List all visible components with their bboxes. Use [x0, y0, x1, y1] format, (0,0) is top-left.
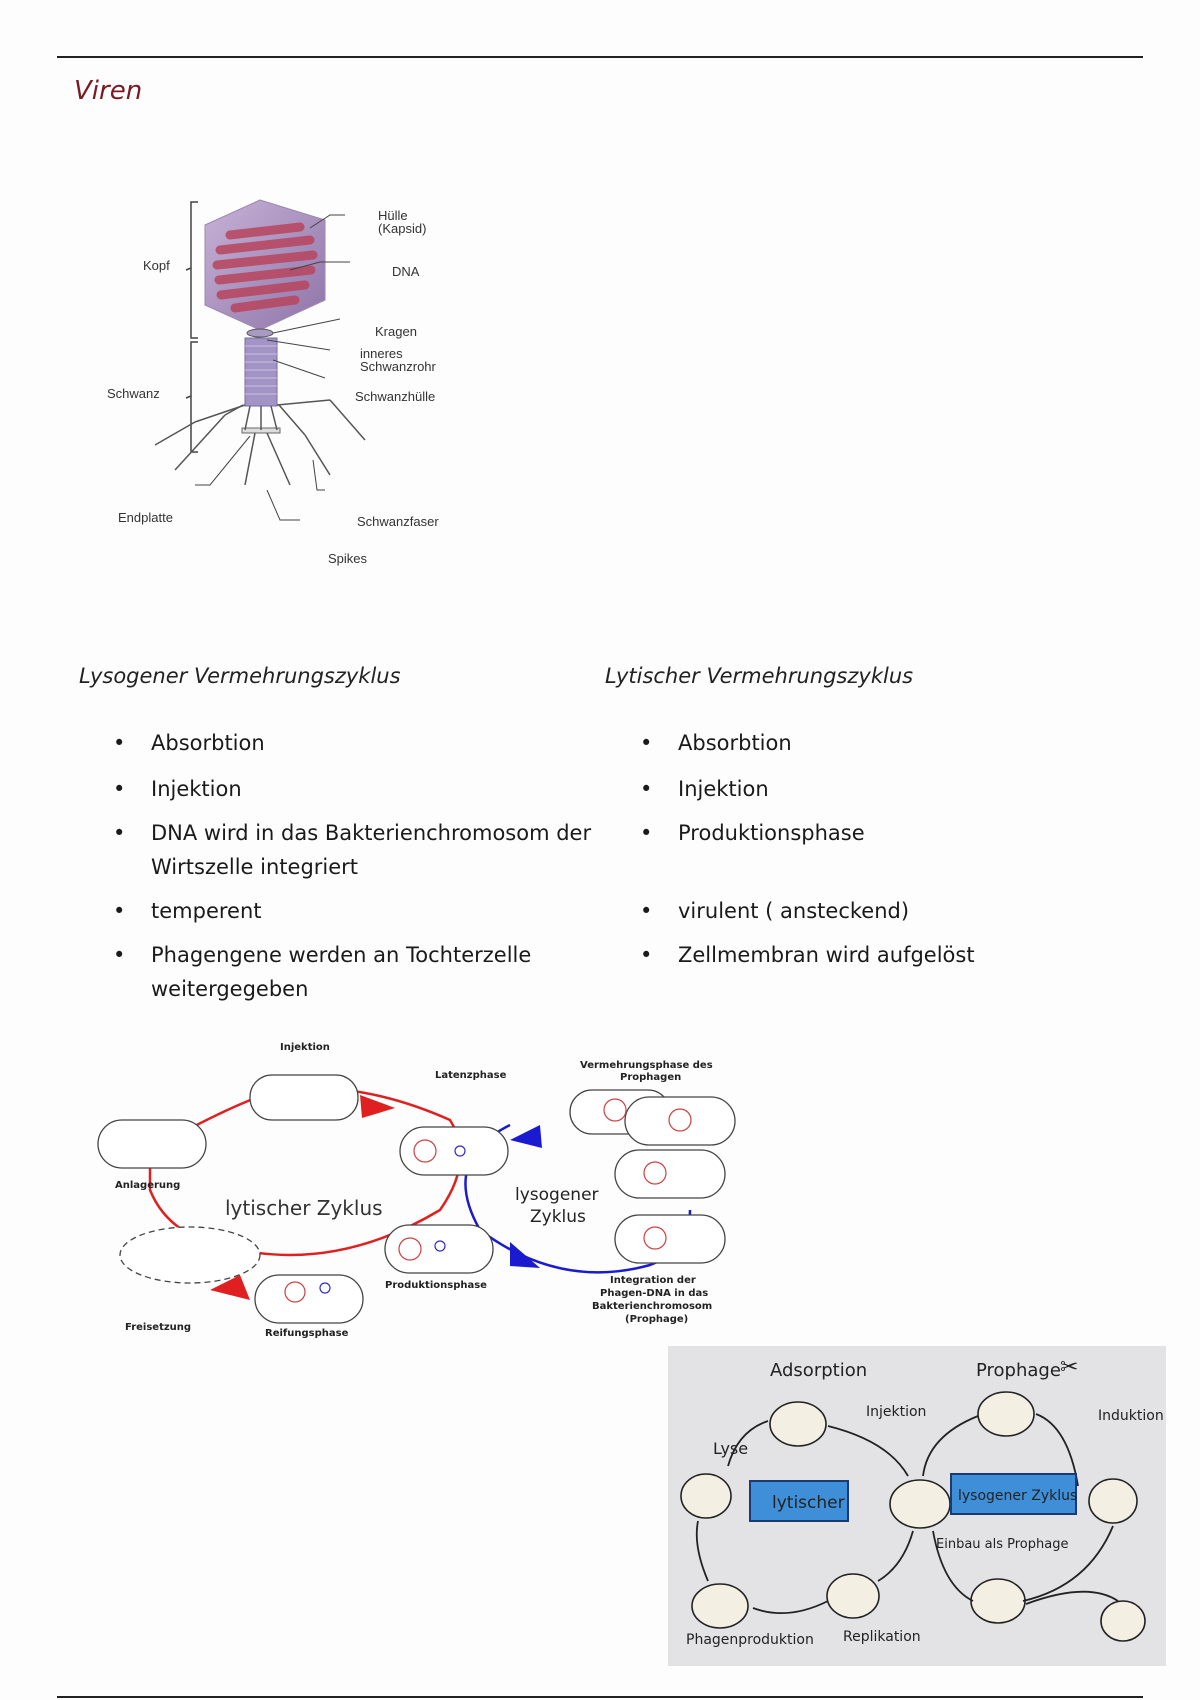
label-dna: DNA [392, 264, 420, 279]
list-item: Injektion [113, 772, 593, 806]
label-integration-4: (Prophage) [625, 1314, 688, 1325]
page-title: Viren [74, 76, 143, 106]
label-vermehrung-2: Prophagen [620, 1072, 681, 1083]
label-huelle: Hülle [378, 208, 408, 223]
cell-prop-4 [614, 1214, 726, 1264]
cell-induktion [1088, 1478, 1138, 1524]
label-anlagerung: Anlagerung [115, 1180, 180, 1191]
cell-phagenproduktion [691, 1583, 749, 1629]
lysogener-box [950, 1473, 1077, 1515]
label-lytischer: lytischer [772, 1493, 845, 1513]
lytisch-heading: Lytischer Vermehrungszyklus [605, 664, 914, 688]
label-lytischer-zyklus: lytischer Zyklus [225, 1196, 383, 1220]
cell-einbau [970, 1578, 1026, 1624]
cell-daughter [1100, 1600, 1146, 1642]
list-item: Absorbtion [640, 726, 1040, 760]
arrow-blue-2 [510, 1242, 540, 1268]
label-kragen: Kragen [375, 324, 417, 339]
label-integration-1: Integration der [610, 1275, 696, 1286]
label-kapsid: (Kapsid) [378, 221, 426, 236]
cell-anlagerung [97, 1119, 207, 1169]
lytisch-list: Absorbtion Injektion Produktionsphase vi… [640, 726, 1040, 972]
cell-reifung [254, 1274, 364, 1324]
label-prophage: Prophage [976, 1360, 1061, 1381]
list-item: Zellmembran wird aufgelöst [640, 938, 1040, 972]
list-item: Phagengene werden an Tochterzelle weiter… [113, 938, 593, 1006]
sketch-cycle-diagram: lytischer lysogener Zyklus Adsorption Pr… [668, 1346, 1166, 1666]
label-reifungsphase: Reifungsphase [265, 1328, 349, 1339]
cell-center [889, 1479, 951, 1529]
label-integration-3: Bakterienchromosom [592, 1301, 712, 1312]
list-item: Injektion [640, 772, 1040, 806]
label-phagenproduktion: Phagenproduktion [686, 1632, 814, 1648]
label-produktionsphase: Produktionsphase [385, 1280, 487, 1291]
label-lysogener-zyklus: lysogener Zyklus [958, 1488, 1077, 1504]
phage-structure-diagram: Kopf Schwanz Hülle (Kapsid) DNA Kragen i… [107, 199, 439, 566]
cell-injektion [249, 1074, 359, 1121]
label-schwanzrohr: Schwanzrohr [360, 359, 437, 374]
tail-fibers [154, 399, 366, 486]
list-item: Absorbtion [113, 726, 593, 760]
cell-latenz [399, 1126, 509, 1176]
bottom-rule [57, 1696, 1143, 1698]
label-kopf: Kopf [143, 258, 170, 273]
label-latenzphase: Latenzphase [435, 1070, 507, 1081]
schwanz-bracket [185, 341, 198, 453]
list-item: temperent [113, 894, 593, 928]
label-schwanz: Schwanz [107, 386, 160, 401]
label-lysogener-zyklus: Zyklus [530, 1207, 586, 1227]
label-lysogener: lysogener [515, 1185, 599, 1205]
label-adsorption: Adsorption [770, 1360, 867, 1381]
label-freisetzung: Freisetzung [125, 1322, 191, 1333]
lytischer-box [749, 1480, 849, 1522]
lysogen-heading: Lysogener Vermehrungszyklus [79, 664, 401, 688]
label-vermehrung-1: Vermehrungsphase des [580, 1060, 713, 1071]
tail-sheath [244, 337, 278, 407]
cell-freisetzung [119, 1226, 261, 1284]
list-item: DNA wird in das Bakterienchromosom der W… [113, 816, 593, 884]
arrow-blue-1 [510, 1125, 542, 1148]
dna-coils [212, 222, 318, 313]
cell-adsorption [769, 1401, 827, 1447]
label-integration-2: Phagen-DNA in das [600, 1288, 708, 1299]
label-injektion: Injektion [866, 1404, 926, 1420]
cell-replikation [826, 1573, 880, 1619]
label-replikation: Replikation [843, 1629, 921, 1645]
arrow-red-2 [210, 1275, 250, 1300]
list-item: virulent ( ansteckend) [640, 894, 1040, 928]
cell-produktion [384, 1224, 494, 1274]
label-lyse: Lyse [713, 1439, 748, 1458]
arrow-red-1 [360, 1095, 395, 1118]
cell-prop-2 [624, 1096, 736, 1146]
label-inneres: inneres [360, 346, 403, 361]
label-endplatte: Endplatte [118, 510, 173, 525]
top-rule [57, 56, 1143, 58]
label-schwanzhuelle: Schwanzhülle [355, 389, 435, 404]
label-induktion: Induktion [1098, 1408, 1164, 1424]
replication-cycle-diagram: Injektion Latenzphase Vermehrungsphase d… [97, 1042, 736, 1339]
cell-prophage [977, 1391, 1035, 1437]
label-schwanzfaser: Schwanzfaser [357, 514, 439, 529]
kragen-shape [246, 328, 274, 338]
kopf-bracket [185, 201, 198, 339]
lysogen-list: Absorbtion Injektion DNA wird in das Bak… [113, 726, 593, 1006]
cell-prop-3 [614, 1149, 726, 1199]
cell-lyse [680, 1473, 732, 1519]
label-injektion: Injektion [280, 1042, 330, 1053]
leader-lines [195, 214, 350, 521]
list-item: Produktionsphase [640, 816, 1040, 850]
label-spikes: Spikes [328, 551, 368, 566]
scissors-icon: ✂ [1060, 1355, 1078, 1380]
label-einbau: Einbau als Prophage [936, 1537, 1068, 1552]
